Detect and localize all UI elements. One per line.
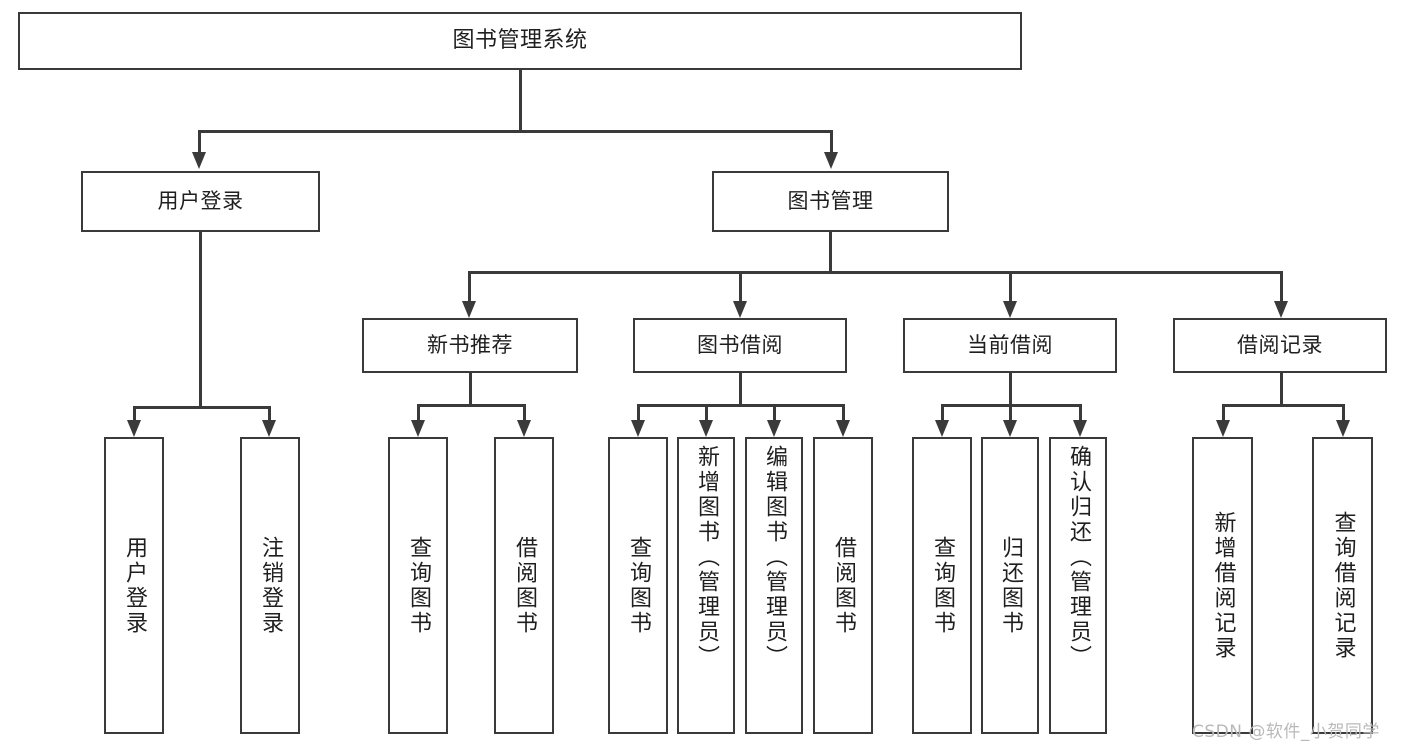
connector-new-book-drop-1 xyxy=(417,404,420,420)
node-label: 用户登录 xyxy=(122,535,147,636)
leaf-add-borrow-record[interactable]: 新增借阅记录 xyxy=(1192,437,1253,734)
leaf-logout[interactable]: 注销登录 xyxy=(240,437,300,734)
leaf-borrow-book[interactable]: 借阅图书 xyxy=(813,437,873,734)
leaf-confirm-return[interactable]: 确认归还（管理员） xyxy=(1049,437,1107,734)
node-root-system[interactable]: 图书管理系统 xyxy=(18,12,1022,70)
arrowhead-to-query-record xyxy=(1336,420,1350,437)
node-book-borrow[interactable]: 图书借阅 xyxy=(633,318,847,373)
connector-current-borrow-drop-1 xyxy=(941,404,944,420)
node-label: 图书管理系统 xyxy=(452,28,588,54)
arrowhead-to-borrow-book-1 xyxy=(517,420,531,437)
leaf-query-book-recommend[interactable]: 查询图书 xyxy=(388,437,448,734)
connector-borrow-record-drop-1 xyxy=(1222,404,1225,420)
node-label: 查询借阅记录 xyxy=(1330,510,1356,661)
arrowhead-to-add-book xyxy=(699,420,713,437)
arrowhead-root-to-user-login xyxy=(192,152,206,169)
node-label: 查询图书 xyxy=(626,535,651,636)
node-label: 归还图书 xyxy=(998,535,1023,636)
node-label: 查询图书 xyxy=(406,535,431,636)
arrowhead-to-confirm-return xyxy=(1073,420,1087,437)
connector-root-drop-1 xyxy=(198,130,201,152)
connector-book-manage-stem xyxy=(829,232,832,273)
arrowhead-to-add-record xyxy=(1216,420,1230,437)
connector-user-login-drop-2 xyxy=(268,406,271,420)
connector-current-borrow-drop-2 xyxy=(1009,404,1012,420)
connector-book-manage-drop-4 xyxy=(1280,271,1283,301)
node-label: 借阅图书 xyxy=(831,535,856,636)
node-label: 借阅图书 xyxy=(512,535,537,636)
connector-current-borrow-drop-3 xyxy=(1079,404,1082,420)
arrowhead-to-borrow-book-2 xyxy=(836,420,850,437)
arrowhead-to-query-book-2 xyxy=(631,420,645,437)
node-borrow-record[interactable]: 借阅记录 xyxy=(1173,318,1387,373)
connector-new-book-stem xyxy=(469,373,472,406)
arrowhead-to-user-login-leaf xyxy=(127,420,141,437)
node-label: 新增借阅记录 xyxy=(1210,510,1236,661)
connector-root-drop-2 xyxy=(830,130,833,152)
connector-book-borrow-drop-2 xyxy=(705,404,708,420)
leaf-edit-book[interactable]: 编辑图书（管理员） xyxy=(745,437,803,734)
arrowhead-to-borrow-record xyxy=(1274,301,1288,318)
watermark-text: CSDN @软件_小贺同学 xyxy=(1192,722,1380,742)
arrowhead-to-current-borrow xyxy=(1003,301,1017,318)
node-label: 图书借阅 xyxy=(697,333,783,358)
node-book-management[interactable]: 图书管理 xyxy=(712,171,949,232)
arrowhead-to-edit-book xyxy=(767,420,781,437)
connector-book-borrow-drop-3 xyxy=(773,404,776,420)
connector-borrow-record-stem xyxy=(1280,373,1283,406)
arrowhead-to-query-book-3 xyxy=(935,420,949,437)
connector-root-stem xyxy=(519,70,522,132)
node-label: 用户登录 xyxy=(157,189,244,214)
connector-borrow-record-bus xyxy=(1222,404,1342,407)
arrowhead-to-book-borrow xyxy=(733,301,747,318)
arrowhead-to-logout-leaf xyxy=(262,420,276,437)
leaf-add-book[interactable]: 新增图书（管理员） xyxy=(677,437,735,734)
connector-book-manage-drop-2 xyxy=(739,271,742,301)
node-label: 当前借阅 xyxy=(967,333,1053,358)
connector-book-borrow-stem xyxy=(739,373,742,406)
arrowhead-to-new-book-recommend xyxy=(462,301,476,318)
connector-book-borrow-drop-4 xyxy=(842,404,845,420)
node-label: 确认归还（管理员） xyxy=(1066,445,1091,670)
arrowhead-to-query-book-1 xyxy=(411,420,425,437)
connector-book-manage-drop-3 xyxy=(1009,271,1012,301)
connector-book-manage-drop-1 xyxy=(468,271,471,301)
connector-new-book-drop-2 xyxy=(523,404,526,420)
node-label: 新增图书（管理员） xyxy=(694,445,719,670)
connector-user-login-bus xyxy=(133,406,268,409)
connector-user-login-stem xyxy=(199,232,202,409)
node-current-borrow[interactable]: 当前借阅 xyxy=(903,318,1117,373)
connector-current-borrow-stem xyxy=(1009,373,1012,406)
node-label: 编辑图书（管理员） xyxy=(762,445,787,670)
node-label: 注销登录 xyxy=(258,535,283,636)
connector-user-login-drop-1 xyxy=(133,406,136,420)
leaf-query-borrow-record[interactable]: 查询借阅记录 xyxy=(1312,437,1373,734)
connector-book-borrow-bus xyxy=(637,404,842,407)
node-label: 借阅记录 xyxy=(1237,333,1323,358)
connector-new-book-bus xyxy=(417,404,523,407)
node-label: 图书管理 xyxy=(787,189,874,214)
connector-book-manage-bus xyxy=(468,271,1280,274)
connector-root-bus xyxy=(198,130,832,133)
leaf-borrow-book-recommend[interactable]: 借阅图书 xyxy=(494,437,554,734)
leaf-return-book[interactable]: 归还图书 xyxy=(981,437,1039,734)
node-label: 查询图书 xyxy=(930,535,955,636)
node-new-book-recommend[interactable]: 新书推荐 xyxy=(362,318,578,373)
arrowhead-to-return-book xyxy=(1003,420,1017,437)
connector-borrow-record-drop-2 xyxy=(1342,404,1345,420)
node-label: 新书推荐 xyxy=(427,333,513,358)
connector-book-borrow-drop-1 xyxy=(637,404,640,420)
leaf-query-book-current[interactable]: 查询图书 xyxy=(912,437,972,734)
leaf-user-login[interactable]: 用户登录 xyxy=(104,437,164,734)
node-user-login[interactable]: 用户登录 xyxy=(81,171,320,232)
arrowhead-root-to-book-manage xyxy=(824,152,838,169)
leaf-query-book-borrow[interactable]: 查询图书 xyxy=(608,437,668,734)
